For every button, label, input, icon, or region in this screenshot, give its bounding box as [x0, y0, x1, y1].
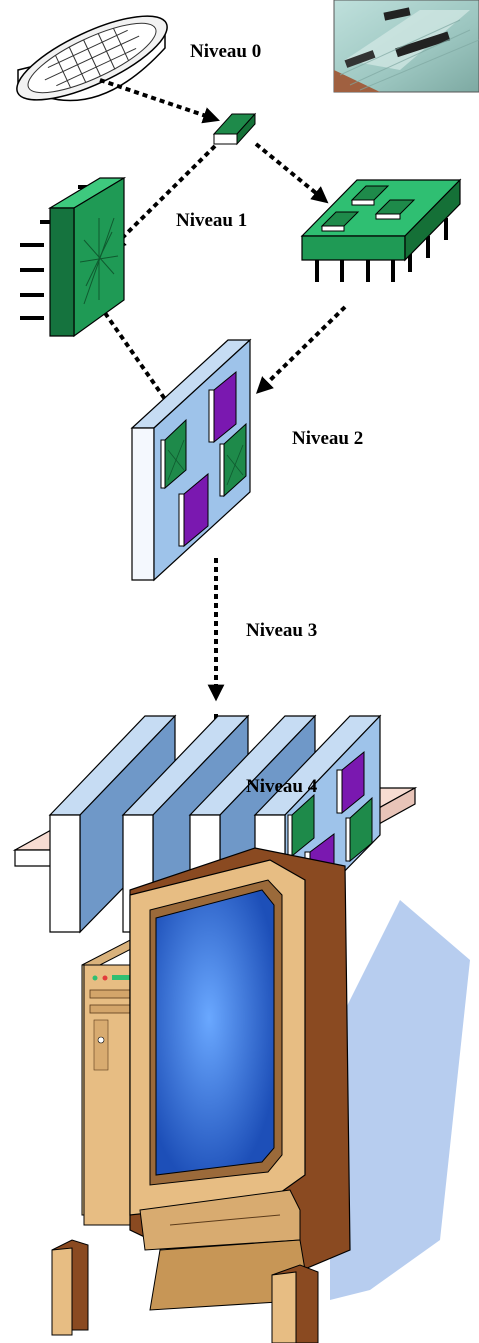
arrow-wafer-to-chip — [99, 78, 220, 124]
arrow-chip-to-mcm — [254, 142, 329, 204]
level-0-label: Niveau 0 — [190, 41, 262, 62]
level-2-label: Niveau 2 — [292, 428, 364, 449]
arrow-chip-to-pga — [109, 144, 217, 251]
multichip-module-icon — [300, 178, 462, 282]
die-photo-icon — [333, 0, 479, 93]
computer-icon — [51, 847, 470, 1343]
quad-package-icon — [20, 176, 127, 338]
level-3-label: Niveau 3 — [246, 620, 318, 641]
level-1-label: Niveau 1 — [176, 210, 248, 231]
circuit-board-icon — [130, 338, 252, 582]
wafer-icon — [16, 15, 168, 102]
level-4-label: Niveau 4 — [246, 776, 318, 797]
chip-icon — [212, 112, 257, 146]
arrow-mcm-to-board — [255, 305, 347, 394]
